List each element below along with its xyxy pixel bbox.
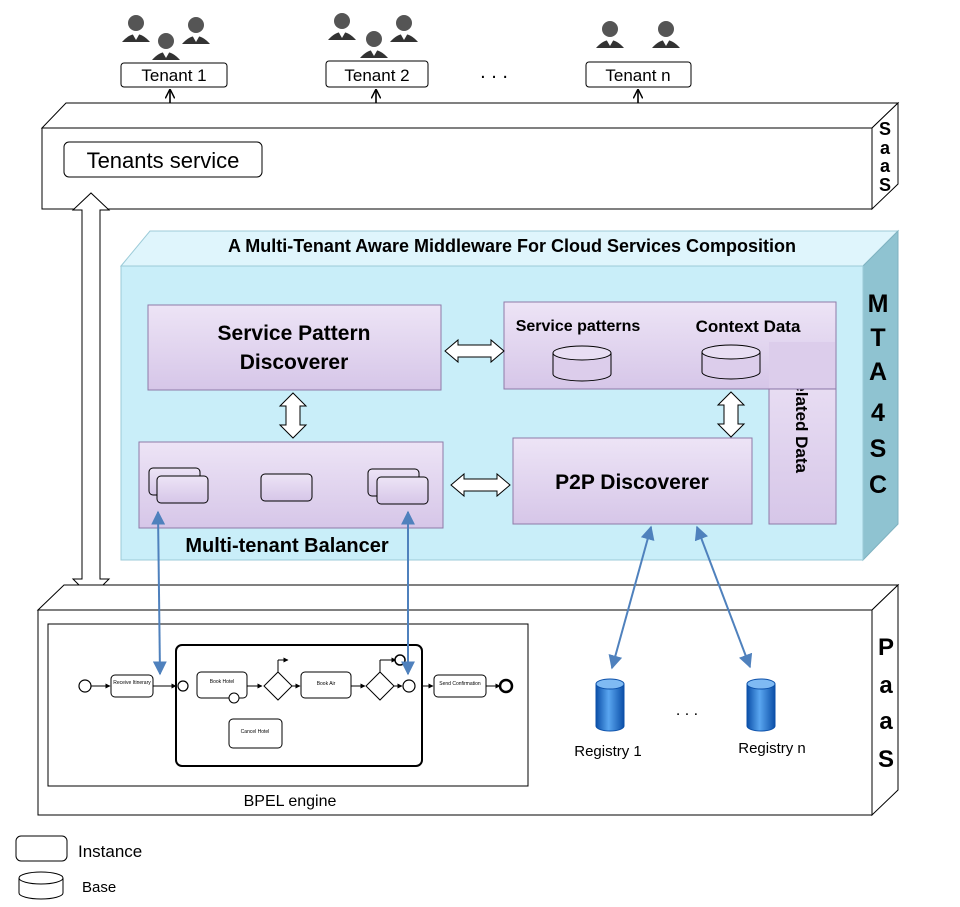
data-p2p-arrow [716,391,746,438]
registry-n-label: Registry n [738,740,806,757]
p2p-registry-n-arrow [694,525,753,669]
saas-layer: Tenants service S a a S [40,101,900,211]
bpel-engine-label: BPEL engine [244,793,337,810]
svg-text:C: C [869,471,887,499]
legend-instance-label: Instance [78,842,142,861]
bpel-process-flow: Receive Itinerary Book Hotel Book Air Ca… [78,644,514,767]
svg-text:a: a [879,672,893,699]
registry-1-label: Registry 1 [574,743,642,760]
service-pattern-discoverer-label-line1: Service Pattern [218,322,371,345]
svg-text:S: S [870,435,887,463]
tenants-ellipsis: . . . [480,61,508,83]
svg-text:T: T [870,324,885,352]
service-patterns-db-icon [552,345,612,382]
bpel-task-cancel-hotel [228,718,283,749]
svg-text:4: 4 [871,399,885,427]
tenant-box-1 [120,62,228,88]
spd-balancer-arrow [278,392,308,439]
svg-text:a: a [879,708,893,735]
balancer-p2p-arrow [450,472,511,498]
bpel-node-label: Book Hotel [210,679,234,685]
context-data-db-icon [701,344,761,380]
instance-stack-2 [367,468,429,505]
bpel-node-label: Send Confirmation [439,681,481,687]
p2p-registry-1-arrow [608,525,655,670]
tenant-label-1: Tenant 1 [141,66,206,85]
registry-n-icon [746,678,776,732]
instance-single [260,473,313,502]
tenants-service-box [63,141,263,178]
users-icon [328,13,418,58]
bpel-end-event [498,678,514,694]
legend: Instance Base [15,835,142,900]
context-data-label: Context Data [696,317,801,336]
p2p-discoverer-label: P2P Discoverer [555,471,709,494]
svg-text:a: a [880,156,891,176]
mta4sc-title: A Multi-Tenant Aware Middleware For Clou… [228,236,796,256]
bpel-gateway-1 [263,671,293,701]
svg-text:S: S [879,175,891,195]
tenants-service-label: Tenants service [87,148,240,173]
svg-text:S: S [878,746,894,773]
users-icon [122,15,210,60]
data-box-joint [769,342,835,388]
bpel-task-book-hotel [196,671,248,699]
paas-side-label: P a a S [878,634,894,773]
tenant-label-n: Tenant n [605,66,670,85]
users-icon [596,21,680,48]
service-pattern-discoverer-label-line2: Discoverer [240,351,349,374]
bpel-node-label: Book Air [317,681,336,687]
bpel-task-book-air [300,671,352,699]
bpel-scope [175,644,423,767]
bpel-node-label: Cancel Hotel [241,729,270,735]
tenant-group-1: Tenant 1 [120,15,228,88]
tenant-box-n [585,61,692,88]
bpel-engine-box [47,623,529,787]
related-data-label: Related Data [792,370,811,474]
legend-instance-swatch [15,835,68,862]
svg-text:a: a [880,138,891,158]
svg-text:A: A [869,358,887,386]
legend-base-db-icon [18,871,64,900]
balancer-bpel-arrow-1 [151,510,167,676]
bpel-task-receive [110,674,154,698]
tenant-group-2: Tenant 2 [325,13,429,88]
legend-base-label: Base [82,879,116,896]
service-pattern-discoverer-box [147,304,442,391]
saas-paas-connector-arrow [71,192,111,598]
instance-stack-1 [148,467,209,504]
bpel-start-event [78,679,92,693]
service-patterns-label: Service patterns [516,318,641,335]
svg-text:P: P [878,634,894,661]
svg-text:M: M [868,290,889,318]
svg-text:S: S [879,119,891,139]
bpel-gateway-2 [365,671,395,701]
tenant-label-2: Tenant 2 [344,66,409,85]
tenant-group-n: Tenant n [585,21,692,88]
spd-data-arrow [444,338,505,364]
registries-ellipsis: . . . [676,702,698,719]
tenant-box-2 [325,60,429,88]
multi-tenant-balancer-label: Multi-tenant Balancer [185,535,389,557]
bpel-node-label: Receive Itinerary [113,680,151,686]
mta4sc-side-label: M T A 4 S C [868,290,889,499]
saas-side-label: S a a S [879,119,891,195]
p2p-discoverer-box [512,437,753,525]
registry-1-icon [595,678,625,732]
